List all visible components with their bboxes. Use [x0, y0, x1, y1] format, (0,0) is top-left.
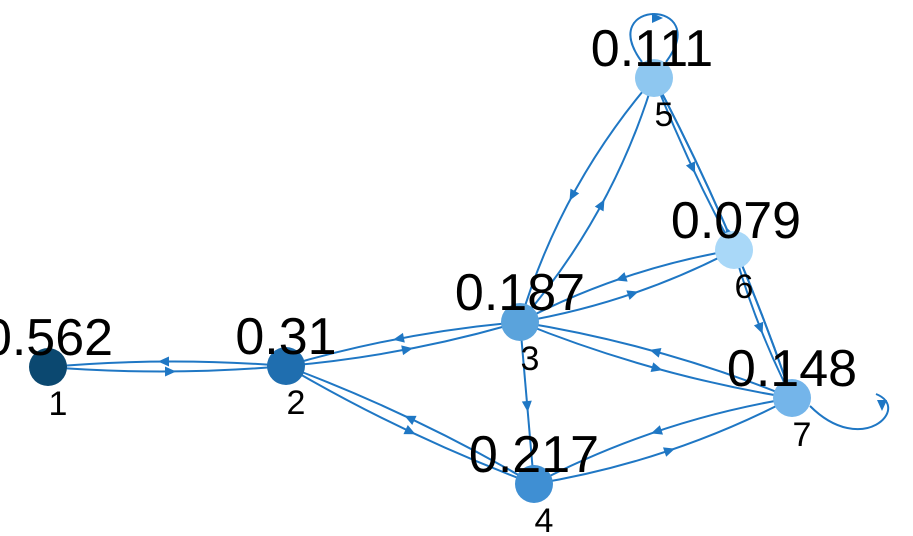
edge-5-3 — [519, 77, 655, 323]
node-id-label: 3 — [521, 340, 540, 378]
node-circle — [515, 465, 553, 503]
node-7: 7 0.148 — [727, 340, 857, 454]
node-id-label: 2 — [287, 384, 306, 422]
node-6: 6 0.079 — [671, 192, 801, 306]
edge-3-7 — [519, 321, 793, 399]
edge-6-3 — [519, 249, 735, 323]
node-2: 20.31 — [235, 308, 336, 422]
node-circle — [501, 303, 539, 341]
node-value-label: 0.079 — [671, 192, 801, 250]
edge-4-2 — [285, 365, 535, 485]
edge-3-2 — [285, 321, 521, 367]
node-circle — [635, 59, 673, 97]
node-circle — [267, 347, 305, 385]
edge-5-6 — [653, 77, 735, 251]
edge-1-2 — [47, 365, 287, 377]
edge-5-5 — [629, 13, 679, 63]
edge-4-7 — [533, 397, 793, 485]
node-id-label: 4 — [535, 502, 554, 536]
node-circle — [29, 348, 67, 386]
node-4: 4 0.217 — [469, 426, 599, 536]
node-1: 1 0.562 — [0, 309, 113, 423]
node-value-label: 0.111 — [591, 20, 713, 78]
node-value-label: 0.31 — [235, 308, 336, 366]
node-3: 3 0.187 — [455, 264, 585, 378]
edge-2-1 — [47, 356, 287, 368]
node-id-label: 5 — [655, 96, 674, 134]
edge-7-3 — [519, 321, 793, 399]
node-id-label: 1 — [49, 385, 68, 423]
edge-7-4 — [533, 397, 793, 485]
node-value-label: 0.187 — [455, 264, 585, 322]
node-circle — [715, 231, 753, 269]
edge-2-4 — [285, 365, 535, 485]
nodes-layer: 10.56220.3130.18740.21750.11160.07970.14… — [0, 20, 857, 536]
node-value-label: 0.562 — [0, 309, 113, 367]
node-id-label: 6 — [735, 268, 754, 306]
edge-3-6 — [519, 249, 735, 323]
node-circle — [773, 379, 811, 417]
node-value-label: 0.148 — [727, 340, 857, 398]
edge-3-5 — [519, 77, 655, 323]
edge-2-3 — [285, 321, 521, 367]
node-5: 5 0.111 — [591, 20, 713, 134]
node-value-label: 0.217 — [469, 426, 599, 484]
node-id-label: 7 — [793, 416, 812, 454]
edge-7-7 — [809, 393, 890, 430]
